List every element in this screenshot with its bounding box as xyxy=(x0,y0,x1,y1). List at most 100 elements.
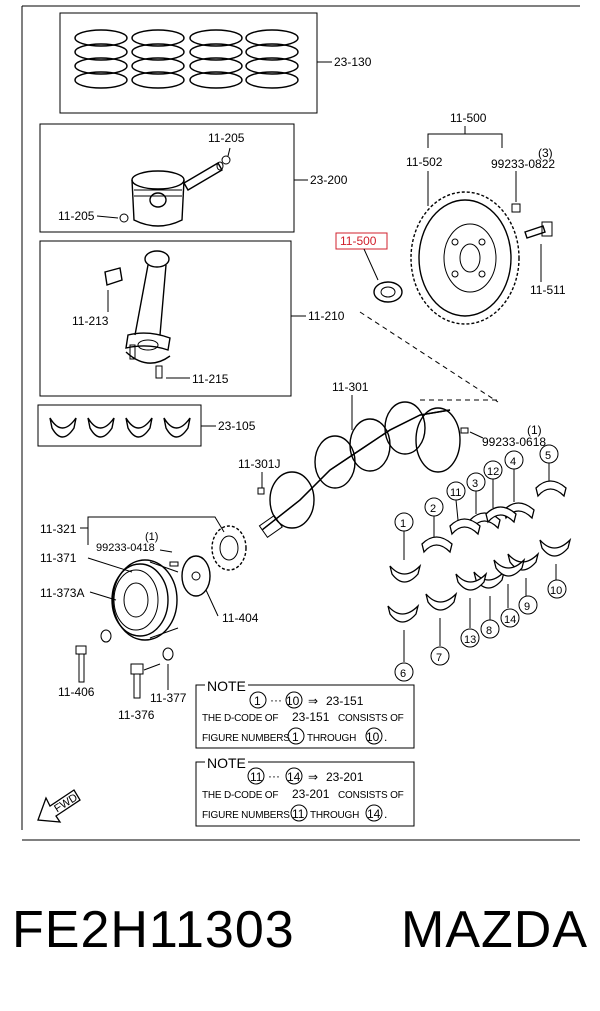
rod-bearing-icon xyxy=(49,417,191,438)
bearing-6: 6 xyxy=(387,603,420,682)
note-heading: NOTE xyxy=(207,678,246,694)
svg-text:1: 1 xyxy=(254,694,261,708)
svg-text:11: 11 xyxy=(292,807,305,821)
piston-icon xyxy=(131,170,185,227)
svg-text:FIGURE NUMBERS: FIGURE NUMBERS xyxy=(202,810,290,821)
part-number: FE2H11303 xyxy=(12,901,295,959)
connecting-rod-icon xyxy=(125,250,171,379)
rod-bearings-group: 23-105 xyxy=(37,404,256,447)
label-crank-dowel-qty: (1) xyxy=(527,423,542,437)
label-sprocket: 11-321 xyxy=(40,522,77,536)
label-crank-dowel: 99233-0618 xyxy=(482,435,546,449)
svg-text:⇒: ⇒ xyxy=(308,770,318,784)
svg-text:10: 10 xyxy=(366,730,380,744)
svg-text:3: 3 xyxy=(472,478,478,490)
label-flywheel-assy: 11-500 xyxy=(450,111,487,125)
flywheel-icon xyxy=(410,191,520,325)
svg-text:.: . xyxy=(384,807,387,821)
crankshaft-group: 11-301 (1) 99233-0618 11-301J xyxy=(238,380,546,539)
label-key-qty: (1) xyxy=(145,531,158,543)
conrod-group: 11-213 11-215 11-210 xyxy=(39,240,345,397)
note-box-1: NOTE 1 ··· 10 ⇒ 23-151 THE D-CODE OF 23-… xyxy=(195,678,415,749)
label-piston: 23-200 xyxy=(310,173,348,187)
label-dowel: 99233-0822 xyxy=(491,157,555,171)
center-bolt-icon xyxy=(130,663,161,699)
bearings-group: 1 2 3 4 5 xyxy=(387,444,572,682)
label-washer: 11-377 xyxy=(150,691,187,705)
bearing-5: 5 xyxy=(535,444,567,498)
bearing-2: 2 xyxy=(421,497,453,554)
label-key: 99233-0418 xyxy=(96,542,155,554)
bearing-1: 1 xyxy=(389,512,422,583)
key-icon xyxy=(169,561,179,567)
label-crankshaft: 11-301 xyxy=(332,380,369,394)
svg-text:23-201: 23-201 xyxy=(292,787,330,801)
svg-text:10: 10 xyxy=(550,585,562,597)
pulley-bolt-icon xyxy=(75,645,87,683)
svg-text:THE D-CODE OF: THE D-CODE OF xyxy=(202,713,278,724)
fwd-arrow-icon: FWD xyxy=(37,789,81,823)
label-rod-bolt: 11-213 xyxy=(72,314,109,328)
svg-text:THE D-CODE OF: THE D-CODE OF xyxy=(202,790,278,801)
svg-text:···: ··· xyxy=(270,693,282,707)
svg-text:.: . xyxy=(384,730,387,744)
bearing-13: 13 xyxy=(455,571,488,648)
label-crank-plug: 11-301J xyxy=(238,457,280,471)
svg-text:2: 2 xyxy=(430,503,436,515)
label-flywheel: 11-502 xyxy=(406,155,443,169)
note-heading: NOTE xyxy=(207,755,246,771)
svg-text:CONSISTS OF: CONSISTS OF xyxy=(338,713,404,724)
piston-rings-icon xyxy=(74,29,299,89)
label-pulley: 11-371 xyxy=(40,551,77,565)
svg-text:5: 5 xyxy=(545,450,551,462)
svg-text:23-201: 23-201 xyxy=(326,770,364,784)
label-clip-b: 11-205 xyxy=(58,209,95,223)
svg-text:14: 14 xyxy=(504,614,516,626)
svg-text:FIGURE NUMBERS: FIGURE NUMBERS xyxy=(202,733,290,744)
svg-text:8: 8 xyxy=(486,625,492,637)
crankshaft-icon xyxy=(258,401,461,539)
label-conrod: 11-210 xyxy=(308,309,345,323)
svg-text:23-151: 23-151 xyxy=(326,694,364,708)
svg-text:CONSISTS OF: CONSISTS OF xyxy=(338,790,404,801)
svg-text:THROUGH: THROUGH xyxy=(310,810,359,821)
brand-name: MAZDA xyxy=(401,901,588,959)
bearing-3: 3 xyxy=(466,472,501,530)
conrod-box xyxy=(39,240,292,397)
bearing-14: 14 xyxy=(493,557,526,628)
label-flywheel-bolt: 11-511 xyxy=(530,283,566,297)
plate-icon xyxy=(181,555,211,597)
label-plate: 11-404 xyxy=(222,611,259,625)
piston-rings-group: 23-130 xyxy=(59,12,372,114)
pilot-bearing-icon xyxy=(373,281,403,303)
front-assembly-group: 11-321 (1) 99233-0418 11-371 11-404 11 xyxy=(40,516,259,722)
flywheel-group: 11-500 11-502 (3) 99233-0822 11-511 11-5… xyxy=(335,111,566,403)
svg-text:1: 1 xyxy=(292,730,299,744)
crank-plug-icon xyxy=(257,487,265,495)
bearing-4: 4 xyxy=(503,450,535,520)
rod-bearings-box xyxy=(37,404,202,447)
svg-text:12: 12 xyxy=(487,466,499,478)
svg-text:10: 10 xyxy=(286,694,300,708)
bearing-10: 10 xyxy=(539,537,572,599)
svg-text:4: 4 xyxy=(510,456,516,468)
label-pilot-bearing: 11-500 xyxy=(340,234,377,248)
piston-rings-box xyxy=(59,12,318,114)
bearing-12: 12 xyxy=(483,460,517,524)
bearing-11: 11 xyxy=(446,481,481,536)
washer-icon xyxy=(100,629,174,661)
bearing-7: 7 xyxy=(425,591,458,666)
svg-text:14: 14 xyxy=(367,807,381,821)
svg-text:11: 11 xyxy=(450,487,461,499)
sprocket-icon xyxy=(211,525,247,571)
svg-text:14: 14 xyxy=(287,770,301,784)
piston-clip-icon xyxy=(119,155,231,223)
pulley-icon xyxy=(111,559,179,641)
label-rod-bearings: 23-105 xyxy=(218,419,256,433)
flywheel-bolt-icon xyxy=(524,221,553,239)
parts-diagram: 23-130 11-205 11-205 23-200 xyxy=(21,5,580,841)
svg-text:6: 6 xyxy=(400,668,406,680)
svg-text:···: ··· xyxy=(268,769,280,783)
label-dowel-qty: (3) xyxy=(538,146,553,160)
piston-group: 11-205 11-205 23-200 xyxy=(39,123,348,233)
